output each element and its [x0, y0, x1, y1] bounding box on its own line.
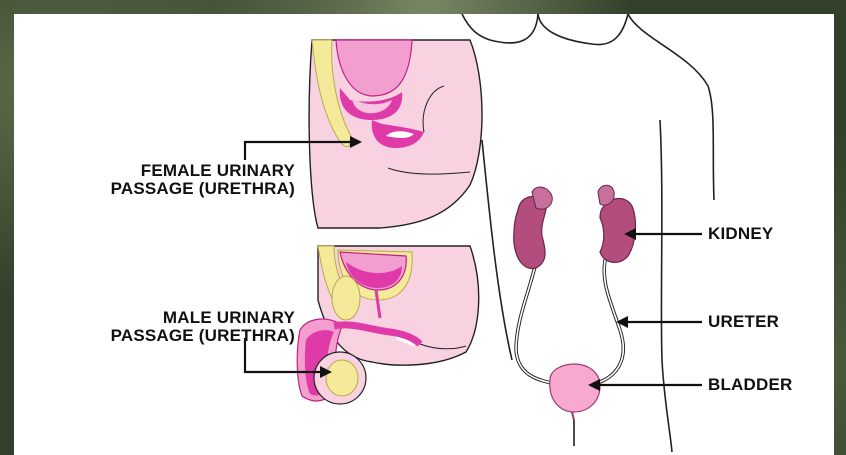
kidney-label: KIDNEY — [708, 225, 773, 243]
male-label-line2: PASSAGE (URETHRA) — [111, 327, 295, 345]
male-label-line1: MALE URINARY — [111, 309, 295, 327]
male-urethra-label: MALE URINARY PASSAGE (URETHRA) — [111, 309, 295, 345]
female-urethra-label: FEMALE URINARY PASSAGE (URETHRA) — [111, 162, 295, 198]
female-label-line1: FEMALE URINARY — [111, 162, 295, 180]
ureter-label: URETER — [708, 313, 779, 331]
right-kidney — [600, 199, 635, 263]
female-cross-section — [309, 40, 482, 228]
left-ureter — [516, 262, 556, 384]
right-ureter-inner — [594, 256, 623, 384]
female-label-line2: PASSAGE (URETHRA) — [111, 180, 295, 198]
male-cross-section — [297, 246, 478, 404]
bladder-label: BLADDER — [708, 376, 793, 394]
bladder — [550, 364, 600, 412]
